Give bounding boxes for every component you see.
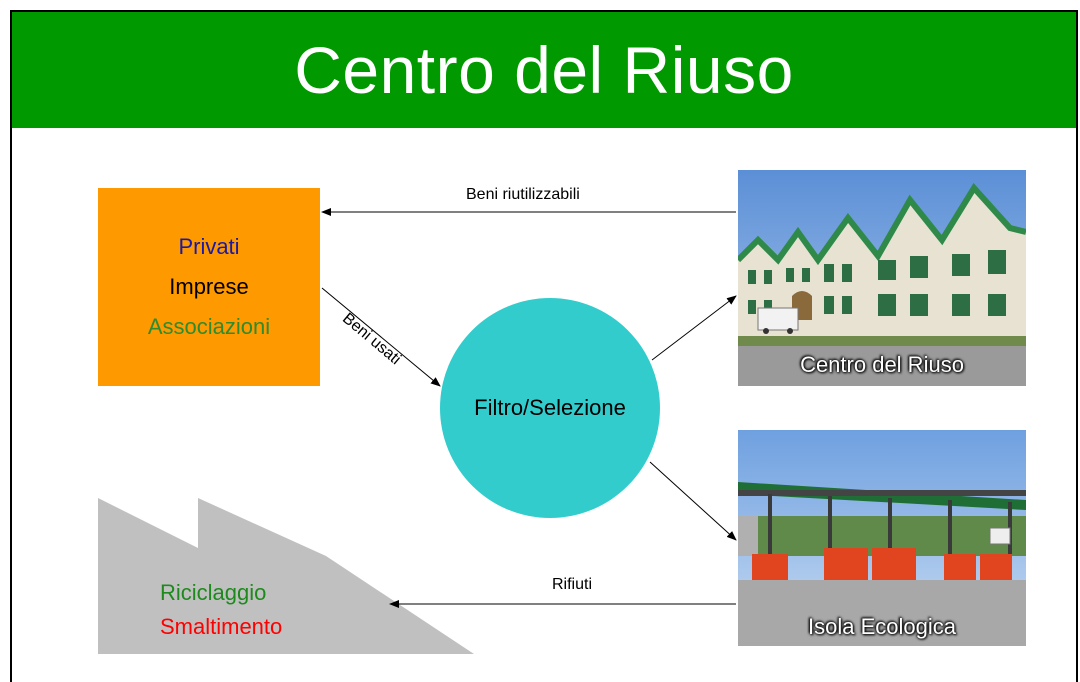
centro-riuso-photo: Centro del Riuso — [738, 170, 1026, 386]
ecological-island-illustration — [738, 430, 1026, 646]
centro-riuso-caption: Centro del Riuso — [800, 352, 964, 377]
source-privati: Privati — [178, 234, 240, 259]
to-isola-arrow — [649, 461, 737, 541]
used-goods-arrow — [321, 287, 441, 387]
waste-label: Rifiuti — [552, 576, 593, 593]
disposal-label: Smaltimento — [160, 614, 283, 639]
sources-box: Privati Imprese Associazioni — [98, 188, 320, 386]
factory-shape — [98, 498, 474, 654]
building-illustration — [738, 170, 1026, 386]
filter-label: Filtro/Selezione — [474, 395, 626, 420]
isola-ecologica-caption: Isola Ecologica — [808, 614, 956, 639]
recycling-label: Riciclaggio — [160, 580, 267, 605]
reusable-goods-label: Beni riutilizzabili — [466, 186, 580, 203]
filter-circle: Filtro/Selezione — [440, 298, 660, 518]
to-centro-arrow — [651, 295, 737, 361]
slide-title: Centro del Riuso — [294, 33, 794, 107]
isola-ecologica-photo: Isola Ecologica — [738, 430, 1026, 646]
slide-frame — [10, 10, 1078, 682]
source-associazioni: Associazioni — [147, 314, 271, 339]
title-bar: Centro del Riuso — [12, 12, 1076, 128]
source-imprese: Imprese — [169, 274, 249, 299]
